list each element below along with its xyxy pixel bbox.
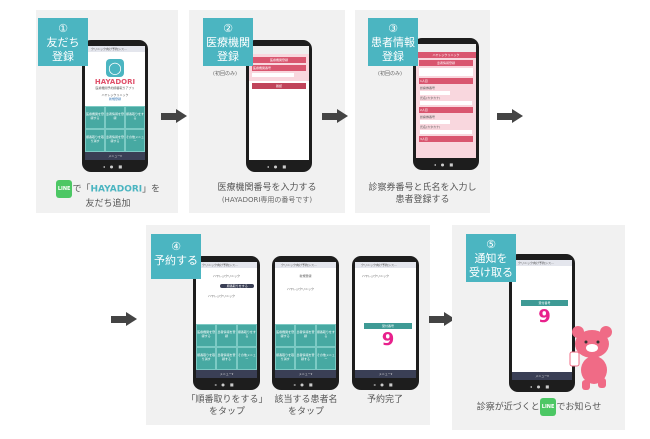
- step3-phone: ハヤレジクリニック 患者情報登録 1人目 診察券番号 氏名(カタカナ) 2人目 …: [413, 38, 479, 170]
- step2-caption: 医療機関番号を入力する (HAYADORI専用の番号です): [217, 183, 317, 204]
- step5-phone: クリニック向け予約シス... 受付番号 9 メニュー▾ ◂●■: [509, 254, 575, 392]
- name-input[interactable]: [420, 130, 472, 134]
- menu-item[interactable]: 順番取りをする: [315, 323, 336, 347]
- menu-bar[interactable]: メニュー▾: [275, 370, 336, 378]
- arrow-right-icon: [111, 312, 137, 326]
- menu-bar[interactable]: メニュー▾: [355, 370, 416, 378]
- step2-phone: 医療機関登録 医療機関番号 確認 ◂●■: [246, 40, 312, 172]
- step3-caption: 診察券番号と氏名を入力し 患者登録する: [368, 183, 477, 205]
- menu-item[interactable]: 患者情報を登録: [295, 323, 316, 347]
- menu-item[interactable]: 順番取りを取り消す: [275, 346, 296, 370]
- menu-item[interactable]: 患者情報を登録する: [216, 346, 237, 370]
- step4-caption-a: 「順番取りをする」をタップ: [186, 395, 268, 417]
- arrow-right-icon: [322, 109, 348, 123]
- menu-item[interactable]: 順番取りを取り消す: [196, 346, 217, 370]
- bear-mascot-icon: [569, 326, 612, 390]
- order-bubble[interactable]: 順番取りをする: [220, 284, 254, 288]
- card-number-input[interactable]: [420, 120, 450, 124]
- rich-menu: 医療機関を登録する患者情報を登録順番取りをする順番取りを取り消す患者情報を登録す…: [85, 106, 145, 152]
- confirm-button[interactable]: 確認: [252, 83, 306, 89]
- menu-item[interactable]: 患者情報を登録: [216, 323, 237, 347]
- menu-item[interactable]: 医療機関を登録する: [196, 323, 217, 347]
- institution-number-input[interactable]: [252, 73, 294, 77]
- step4-caption-b: 該当する患者名をタップ: [274, 395, 338, 417]
- line-icon: LINE: [539, 398, 557, 416]
- name-input[interactable]: [420, 101, 472, 105]
- menu-item[interactable]: 順番取りを取り消す: [85, 129, 105, 152]
- menu-item[interactable]: 患者情報を登録する: [295, 346, 316, 370]
- menu-item[interactable]: その他メニュー: [315, 346, 336, 370]
- step4-caption-c: 予約完了: [366, 395, 403, 405]
- menu-bar[interactable]: メニュー▾: [196, 370, 257, 378]
- step1-phone: クリニック向け予約シス... ◯ HAYADORI 医療機関予約順番取りアプリ …: [82, 40, 148, 172]
- step4-phone-b: クリニック向け予約シス... 新規登録 ハヤレジクリニック 医療機関を登録する患…: [272, 256, 339, 390]
- arrow-right-icon: [497, 109, 523, 123]
- menu-item[interactable]: 患者情報を登録する: [105, 129, 125, 152]
- menu-item[interactable]: その他メニュー: [125, 129, 145, 152]
- line-icon: LINE: [55, 180, 73, 198]
- arrow-right-icon: [429, 312, 455, 326]
- register-link[interactable]: 新規登録: [108, 97, 121, 101]
- hayadori-logo-icon: ◯: [106, 59, 124, 77]
- menu-item[interactable]: 医療機関を登録する: [275, 323, 296, 347]
- arrow-right-icon: [161, 109, 187, 123]
- menu-bar[interactable]: メニュー▾: [512, 372, 572, 380]
- step4-phone-a: クリニック向け予約シス... ハヤレジクリニック 順番取りをする ハヤレジクリニ…: [193, 256, 260, 390]
- card-number-input[interactable]: [420, 91, 450, 95]
- menu-bar[interactable]: メニュー▾: [85, 152, 145, 160]
- step4-phone-c: クリニック向け予約シス... ハヤレジクリニック 受付番号 9 メニュー▾ ◂●…: [352, 256, 419, 390]
- menu-item[interactable]: 医療機関を登録する: [85, 106, 105, 130]
- menu-item[interactable]: 順番取りをする: [236, 323, 257, 347]
- menu-item[interactable]: その他メニュー: [236, 346, 257, 370]
- menu-item[interactable]: 順番取りをする: [125, 106, 145, 130]
- menu-item[interactable]: 患者情報を登録: [105, 106, 125, 130]
